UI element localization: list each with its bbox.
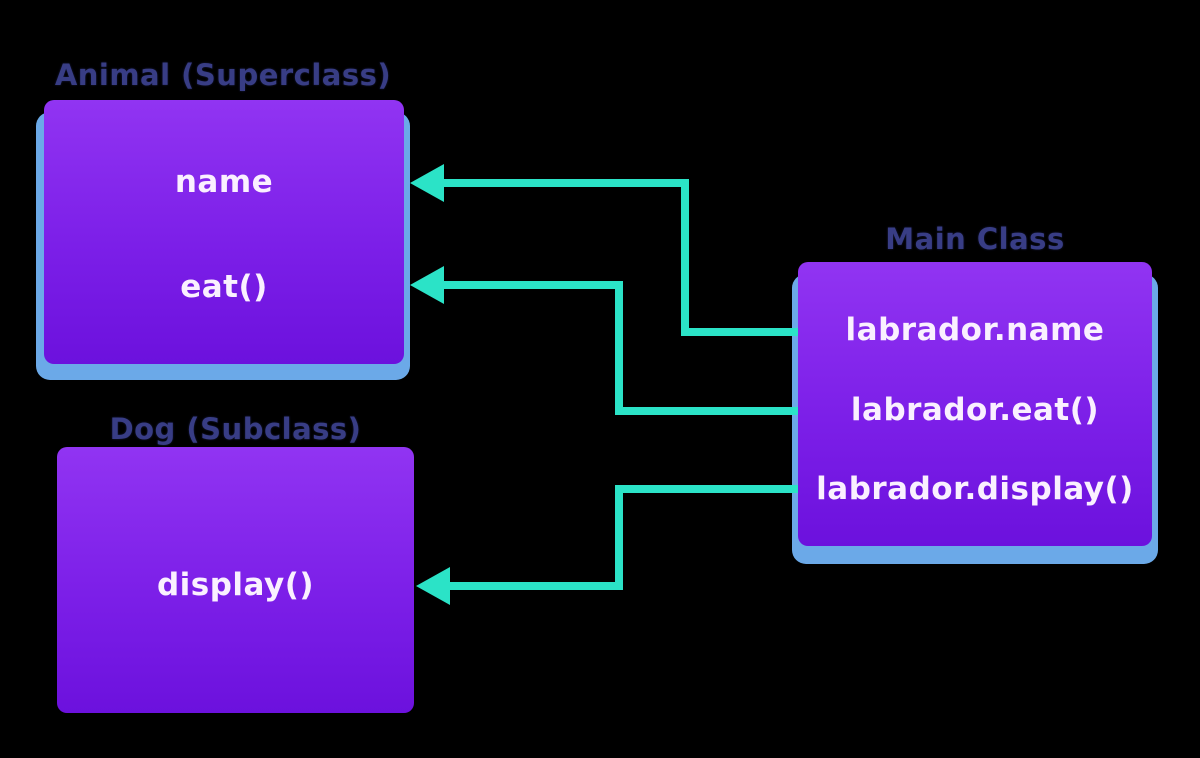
subclass-box: display() — [57, 447, 414, 713]
arrow-labrador-eat-to-eat — [410, 266, 798, 415]
main-member-labrador-display: labrador.display() — [816, 471, 1134, 507]
superclass-member-eat: eat() — [180, 269, 268, 305]
superclass-heading: Animal (Superclass) — [54, 58, 392, 92]
main-class-heading: Main Class — [885, 222, 1065, 256]
main-member-labrador-eat: labrador.eat() — [850, 392, 1100, 428]
arrow-line-display — [446, 485, 798, 590]
arrow-line-name — [440, 179, 798, 336]
arrow-labrador-name-to-name — [410, 164, 798, 336]
arrowhead-display-icon — [416, 567, 450, 605]
main-class-box: labrador.name labrador.eat() labrador.di… — [798, 262, 1152, 546]
superclass-box: name eat() — [44, 100, 404, 364]
subclass-member-display: display() — [156, 567, 315, 603]
subclass-heading: Dog (Subclass) — [109, 412, 362, 446]
arrowhead-eat-icon — [410, 266, 444, 304]
superclass-member-name: name — [174, 164, 274, 200]
main-member-labrador-name: labrador.name — [845, 312, 1105, 348]
arrowhead-name-icon — [410, 164, 444, 202]
arrow-labrador-display-to-display — [416, 485, 798, 605]
arrow-line-eat — [440, 281, 798, 415]
